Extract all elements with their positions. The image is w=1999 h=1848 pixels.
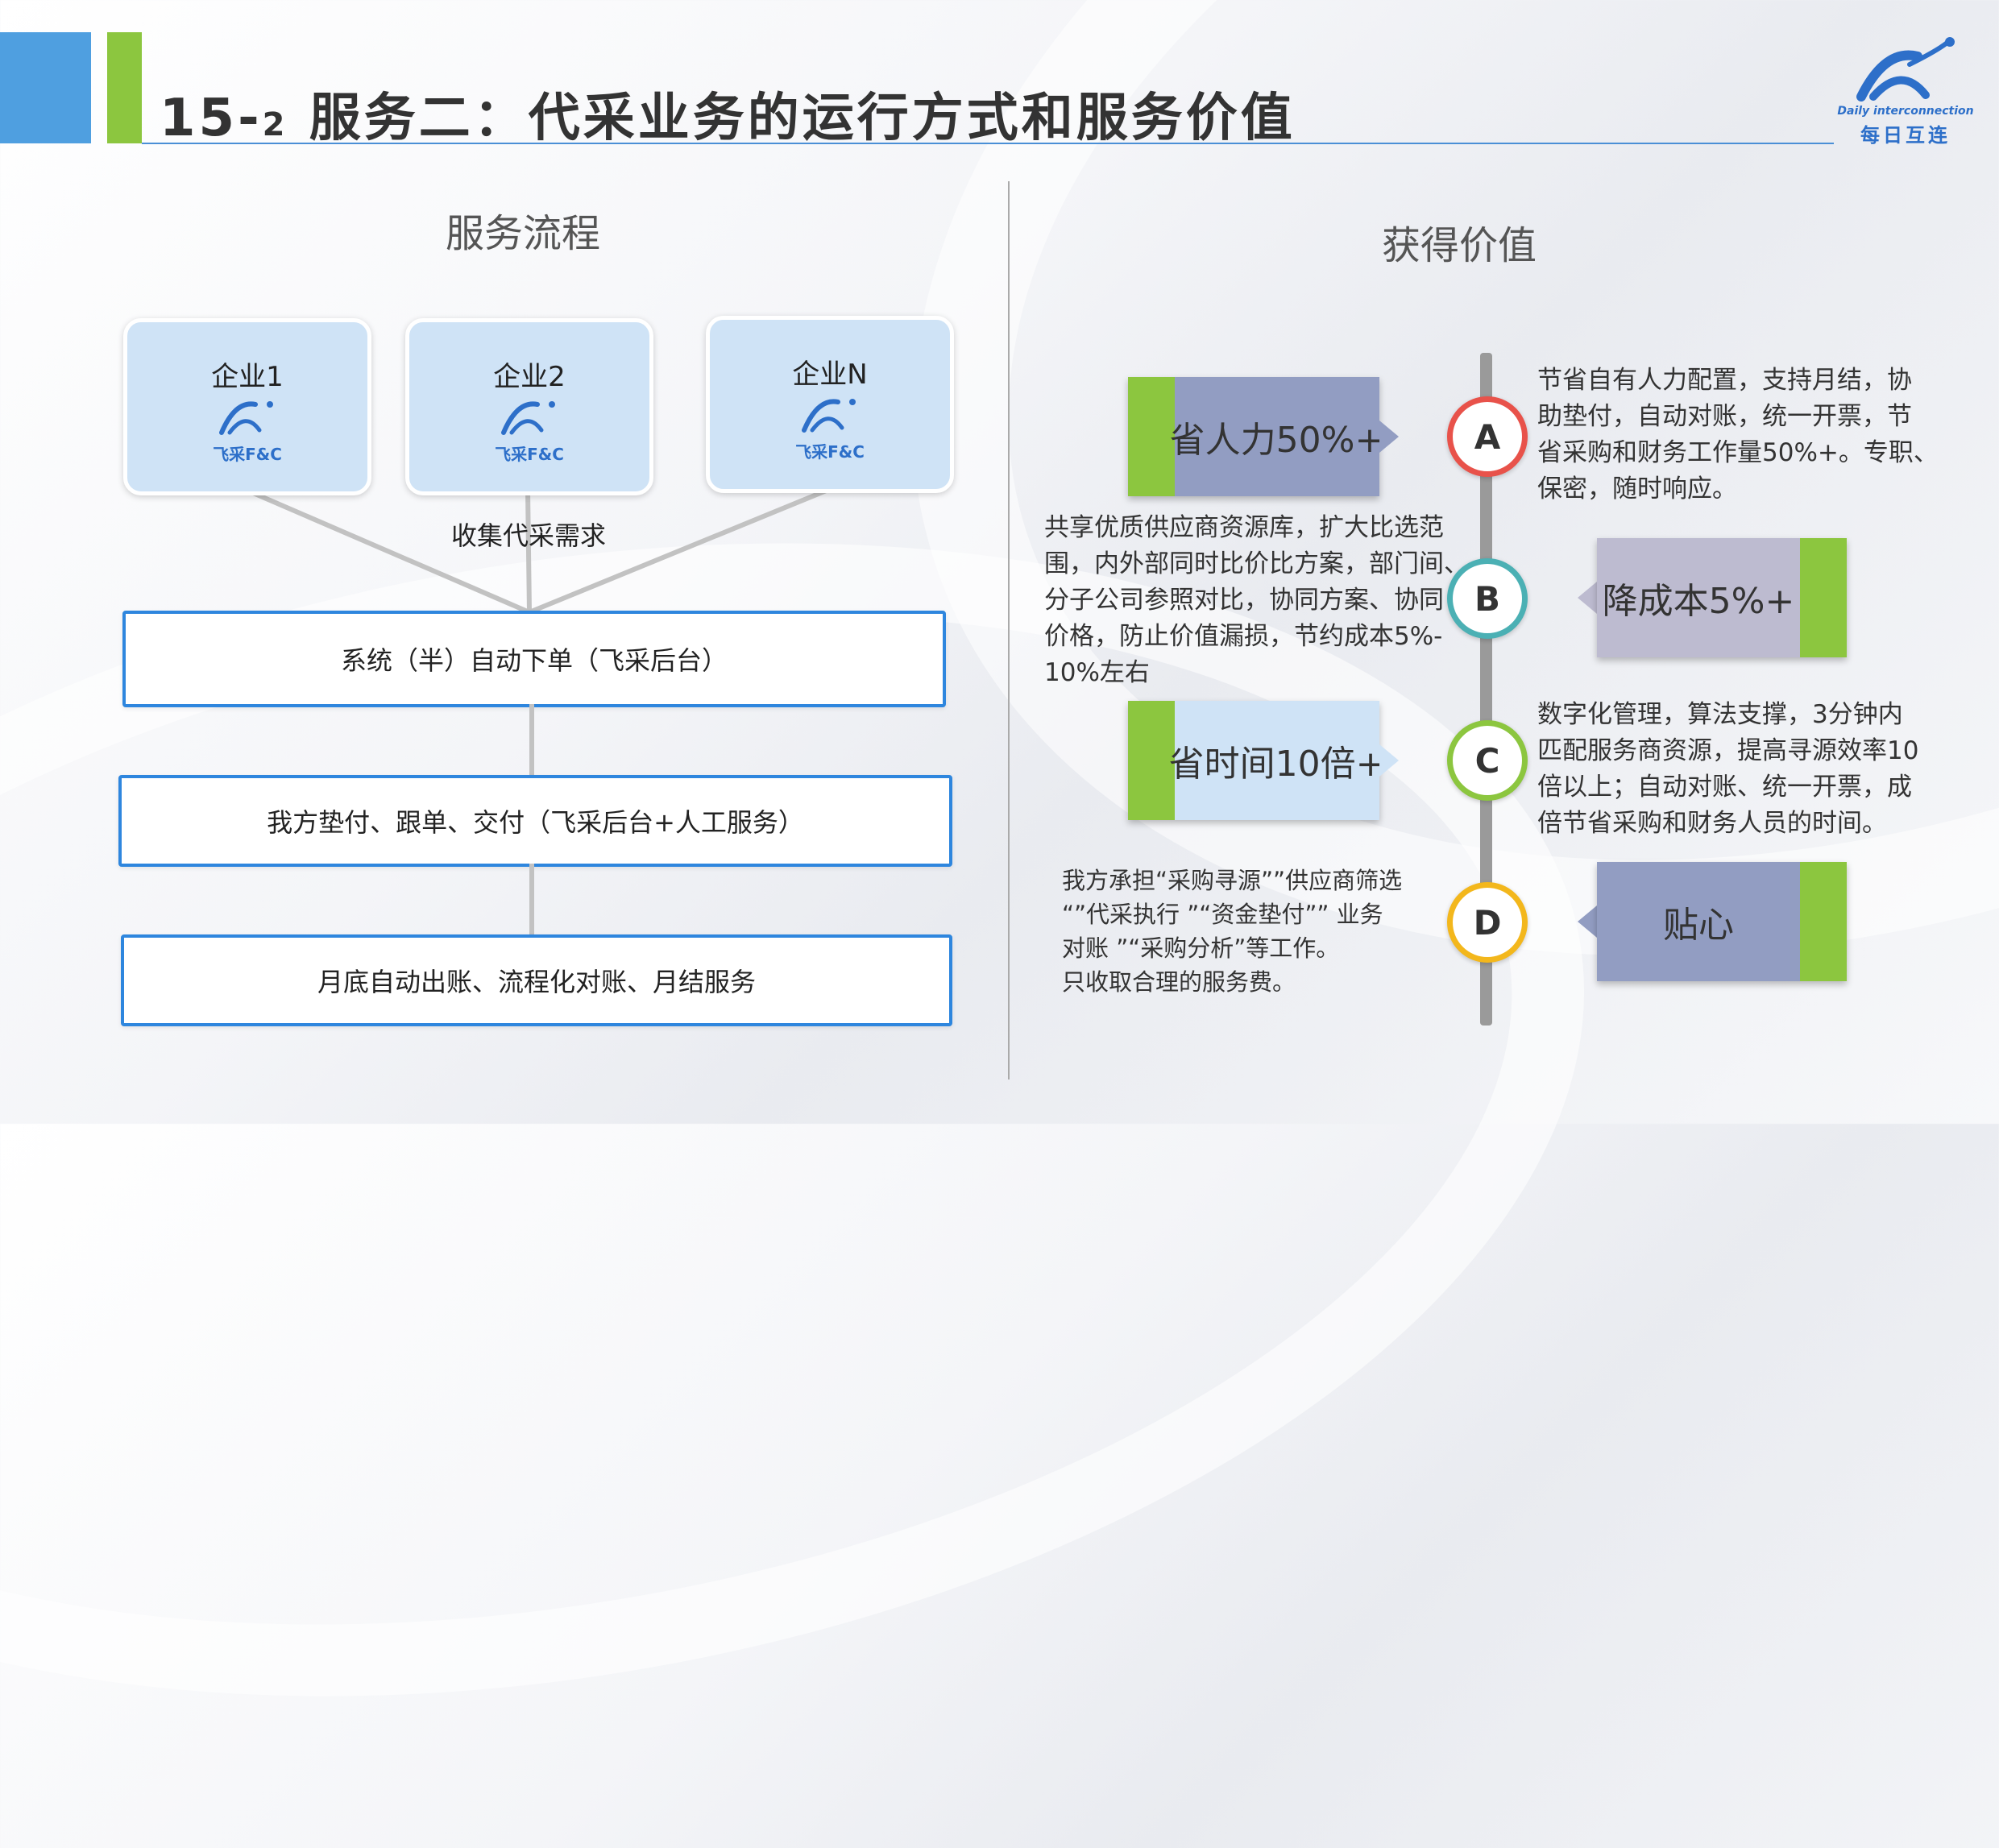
value-label: 省人力50%+ <box>1169 420 1385 461</box>
title-number: 15- <box>160 89 263 148</box>
value-label: 贴心 <box>1663 905 1734 946</box>
desc-line: 共享优质供应商资源库，扩大比选范 <box>1044 513 1444 542</box>
feicai-logo-icon <box>219 401 273 435</box>
step-connector <box>529 704 534 775</box>
enterprise-card-2: 企业2 飞采F&C <box>405 318 653 495</box>
desc-line: 节省自有人力配置，支持月结，协 <box>1537 366 1912 395</box>
process-step-3: 月底自动出账、流程化对账、月结服务 <box>121 934 952 1026</box>
desc-line: 10%左右 <box>1044 658 1150 687</box>
desc-line: 我方承担“采购寻源””供应商筛选 <box>1062 867 1403 894</box>
value-box-c: 省时间10倍+ <box>1128 701 1385 820</box>
page-title: 15-2 服务二：代采业务的运行方式和服务价值 <box>160 77 1296 151</box>
logo-text-cn: 每日互连 <box>1860 124 1951 147</box>
enterprise-label: 企业N <box>792 358 868 391</box>
circle-d: D <box>1447 882 1528 963</box>
desc-line: 助垫付，自动对账，统一开票，节 <box>1537 402 1912 431</box>
process-step-2: 我方垫付、跟单、交付（飞采后台+人工服务） <box>118 775 952 867</box>
desc-line: 数字化管理，算法支撑，3分钟内 <box>1537 700 1903 729</box>
desc-line: 倍节省采购和财务人员的时间。 <box>1537 809 1887 838</box>
desc-line: 保密，随时响应。 <box>1537 474 1737 503</box>
circle-a: A <box>1447 396 1528 477</box>
desc-line: 分子公司参照对比，协同方案、协同 <box>1044 586 1444 615</box>
value-desc-c: 数字化管理，算法支撑，3分钟内 匹配服务商资源，提高寻源效率10 倍以上；自动对… <box>1537 697 1918 842</box>
collect-connectors <box>244 487 830 615</box>
desc-line: 价格，防止价值漏损，节约成本5%- <box>1044 622 1443 651</box>
title-sub: 2 <box>262 106 288 143</box>
enterprise-logo-text: 飞采F&C <box>795 442 865 462</box>
value-box-d: 贴心 <box>1597 862 1847 981</box>
circle-c: C <box>1447 720 1528 801</box>
section-divider <box>1008 181 1010 1079</box>
section-title-value: 获得价值 <box>1382 223 1537 268</box>
enterprise-logo-text: 飞采F&C <box>213 445 282 464</box>
desc-line: 省采购和财务工作量50%+。专职、 <box>1537 438 1939 467</box>
enterprise-card-n: 企业N 飞采F&C <box>706 316 954 493</box>
value-desc-a: 节省自有人力配置，支持月结，协 助垫付，自动对账，统一开票，节 省采购和财务工作… <box>1537 363 1939 508</box>
title-text: 服务二：代采业务的运行方式和服务价值 <box>309 89 1296 148</box>
value-label: 省时间10倍+ <box>1168 744 1386 785</box>
value-box-b: 降成本5%+ <box>1597 538 1847 657</box>
circle-b: B <box>1447 558 1528 639</box>
enterprise-label: 企业2 <box>493 361 566 393</box>
enterprise-card-1: 企业1 飞采F&C <box>123 318 371 495</box>
pointer-arrow <box>1379 744 1399 777</box>
desc-line: 对账 ”“采购分析”等工作。 <box>1062 934 1340 962</box>
logo-text-en: Daily interconnection <box>1837 105 1974 118</box>
brand-logo-icon <box>1856 37 1955 102</box>
desc-line: 倍以上；自动对账、统一开票，成 <box>1537 773 1912 802</box>
collect-demand-label: 收集代采需求 <box>451 520 607 551</box>
section-title-process: 服务流程 <box>446 211 601 256</box>
value-timeline <box>1480 353 1492 1026</box>
value-desc-b: 共享优质供应商资源库，扩大比选范 围，内外部同时比价比方案，部门间、 分子公司参… <box>1044 510 1469 691</box>
value-desc-d: 我方承担“采购寻源””供应商筛选 “”代采执行 ”“资金垫付”” 业务 对账 ”… <box>1062 864 1402 999</box>
pointer-arrow <box>1578 582 1597 614</box>
step-connector <box>529 864 534 934</box>
desc-line: 只收取合理的服务费。 <box>1062 968 1296 996</box>
desc-line: 匹配服务商资源，提高寻源效率10 <box>1537 736 1919 765</box>
process-step-1: 系统（半）自动下单（飞采后台） <box>122 611 946 707</box>
header-accent-green <box>107 32 142 143</box>
desc-line: “”代采执行 ”“资金垫付”” 业务 <box>1062 901 1383 928</box>
feicai-logo-icon <box>501 401 555 435</box>
pointer-arrow <box>1379 421 1399 453</box>
enterprise-label: 企业1 <box>211 361 284 393</box>
feicai-logo-icon <box>802 399 856 433</box>
title-underline <box>142 143 1834 144</box>
value-box-a: 省人力50%+ <box>1128 377 1384 496</box>
value-label: 降成本5%+ <box>1602 581 1795 622</box>
desc-line: 围，内外部同时比价比方案，部门间、 <box>1044 549 1469 578</box>
pointer-arrow <box>1578 905 1597 938</box>
header-accent-blue <box>0 32 91 143</box>
enterprise-logo-text: 飞采F&C <box>495 445 564 464</box>
